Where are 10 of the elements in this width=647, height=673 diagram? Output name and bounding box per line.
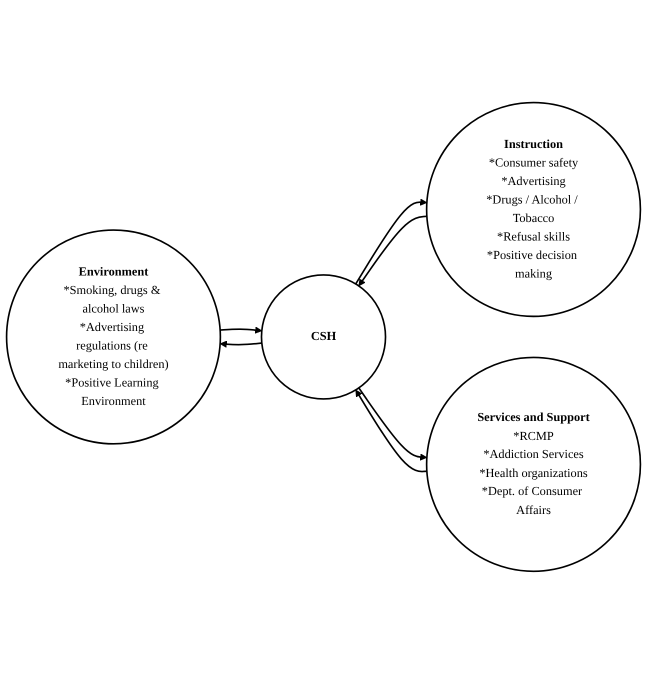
node-circle: CSH xyxy=(260,274,386,400)
arrow xyxy=(358,387,428,460)
arrow xyxy=(358,215,427,286)
arrow xyxy=(220,326,262,334)
node-circle: Environment *Smoking, drugs & alcohol laws *Advertising regulations (re marketing to children) *Positive Learning Environment xyxy=(6,228,222,444)
arrow xyxy=(355,389,427,472)
arrow xyxy=(220,340,262,348)
node-circle: Services and Support *RCMP *Addiction Services *Health organizations *Dept. of Consumer Affairs xyxy=(426,356,642,572)
node-circle: Instruction *Consumer safety *Advertising *Drugs / Alcohol / Tobacco *Refusal skills *Positive decision making xyxy=(426,101,642,317)
arrow xyxy=(355,198,428,284)
